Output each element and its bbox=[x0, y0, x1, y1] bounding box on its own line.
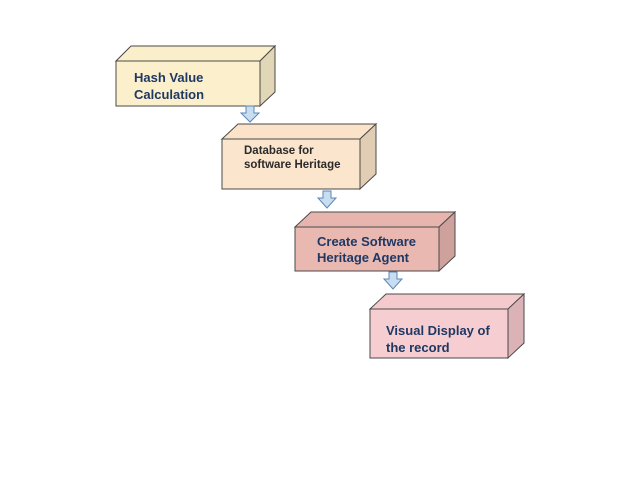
box-front-face bbox=[221, 138, 361, 190]
box-front-face bbox=[369, 308, 509, 359]
box-front-face bbox=[115, 60, 261, 107]
step-label-line2: Calculation bbox=[134, 87, 204, 102]
step-label-line2: the record bbox=[386, 340, 450, 355]
step-label-line1: Database for bbox=[244, 145, 314, 157]
arrow-down-icon bbox=[239, 105, 261, 123]
step-create-software-heritage-agent: Create Software Heritage Agent bbox=[293, 210, 457, 273]
box-top-face bbox=[114, 45, 277, 62]
step-label-line1: Visual Display of bbox=[386, 323, 490, 338]
step-label-line2: software Heritage bbox=[244, 159, 341, 171]
step-label-line1: Hash Value bbox=[134, 70, 203, 85]
step-label-line2: Heritage Agent bbox=[317, 250, 410, 265]
arrow-down-icon bbox=[316, 190, 338, 209]
box-top-face bbox=[368, 293, 526, 310]
box-top-face bbox=[220, 123, 378, 140]
box-front-face bbox=[294, 226, 440, 272]
step-label-line1: Create Software bbox=[317, 234, 416, 249]
step-database-for-software-heritage: Database for software Heritage bbox=[220, 122, 378, 191]
arrow-down-icon bbox=[382, 271, 404, 290]
step-visual-display-of-the-record: Visual Display of the record bbox=[368, 292, 526, 360]
step-hash-value-calculation: Hash Value Calculation bbox=[114, 44, 277, 108]
box-top-face bbox=[293, 211, 457, 228]
